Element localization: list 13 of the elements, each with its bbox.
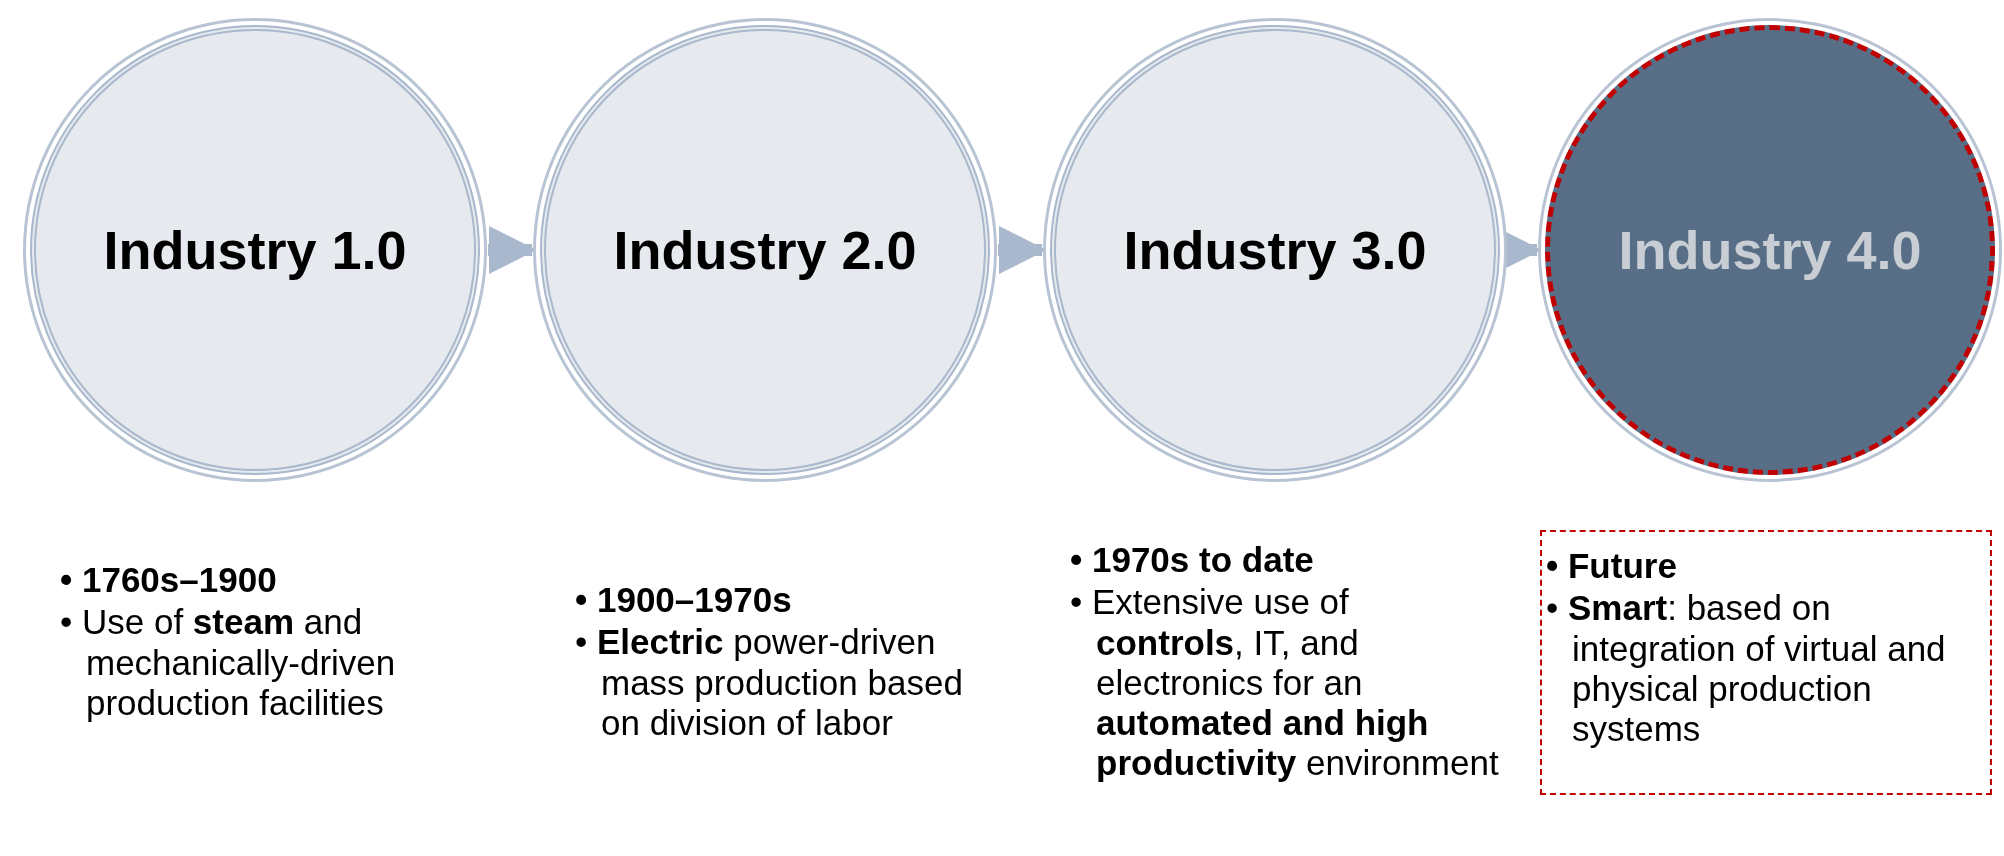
stage-title: Industry 1.0 [103, 219, 407, 281]
stage-title: Industry 2.0 [613, 219, 917, 281]
stage-title: Industry 4.0 [1618, 219, 1922, 281]
bullet-text: • Electric power-driven mass production based on division of labor [575, 622, 964, 743]
bullet-text: • Smart: based on integration of virtual and physical production systems [1546, 588, 1947, 750]
bullet-text: • 1760s–1900 [60, 560, 278, 601]
bullet-text: • 1970s to date [1070, 540, 1315, 581]
bullet-text: • Extensive use of controls, IT, and electronics for an automated and high productivity environment [1070, 582, 1500, 784]
bullet-text: • 1900–1970s [575, 580, 793, 621]
bullet-text: • Use of steam and mechanically-driven production facilities [60, 602, 397, 723]
stage-title: Industry 3.0 [1123, 219, 1427, 281]
bullet-text: • Future [1546, 546, 1678, 587]
note-box [1540, 530, 1992, 795]
